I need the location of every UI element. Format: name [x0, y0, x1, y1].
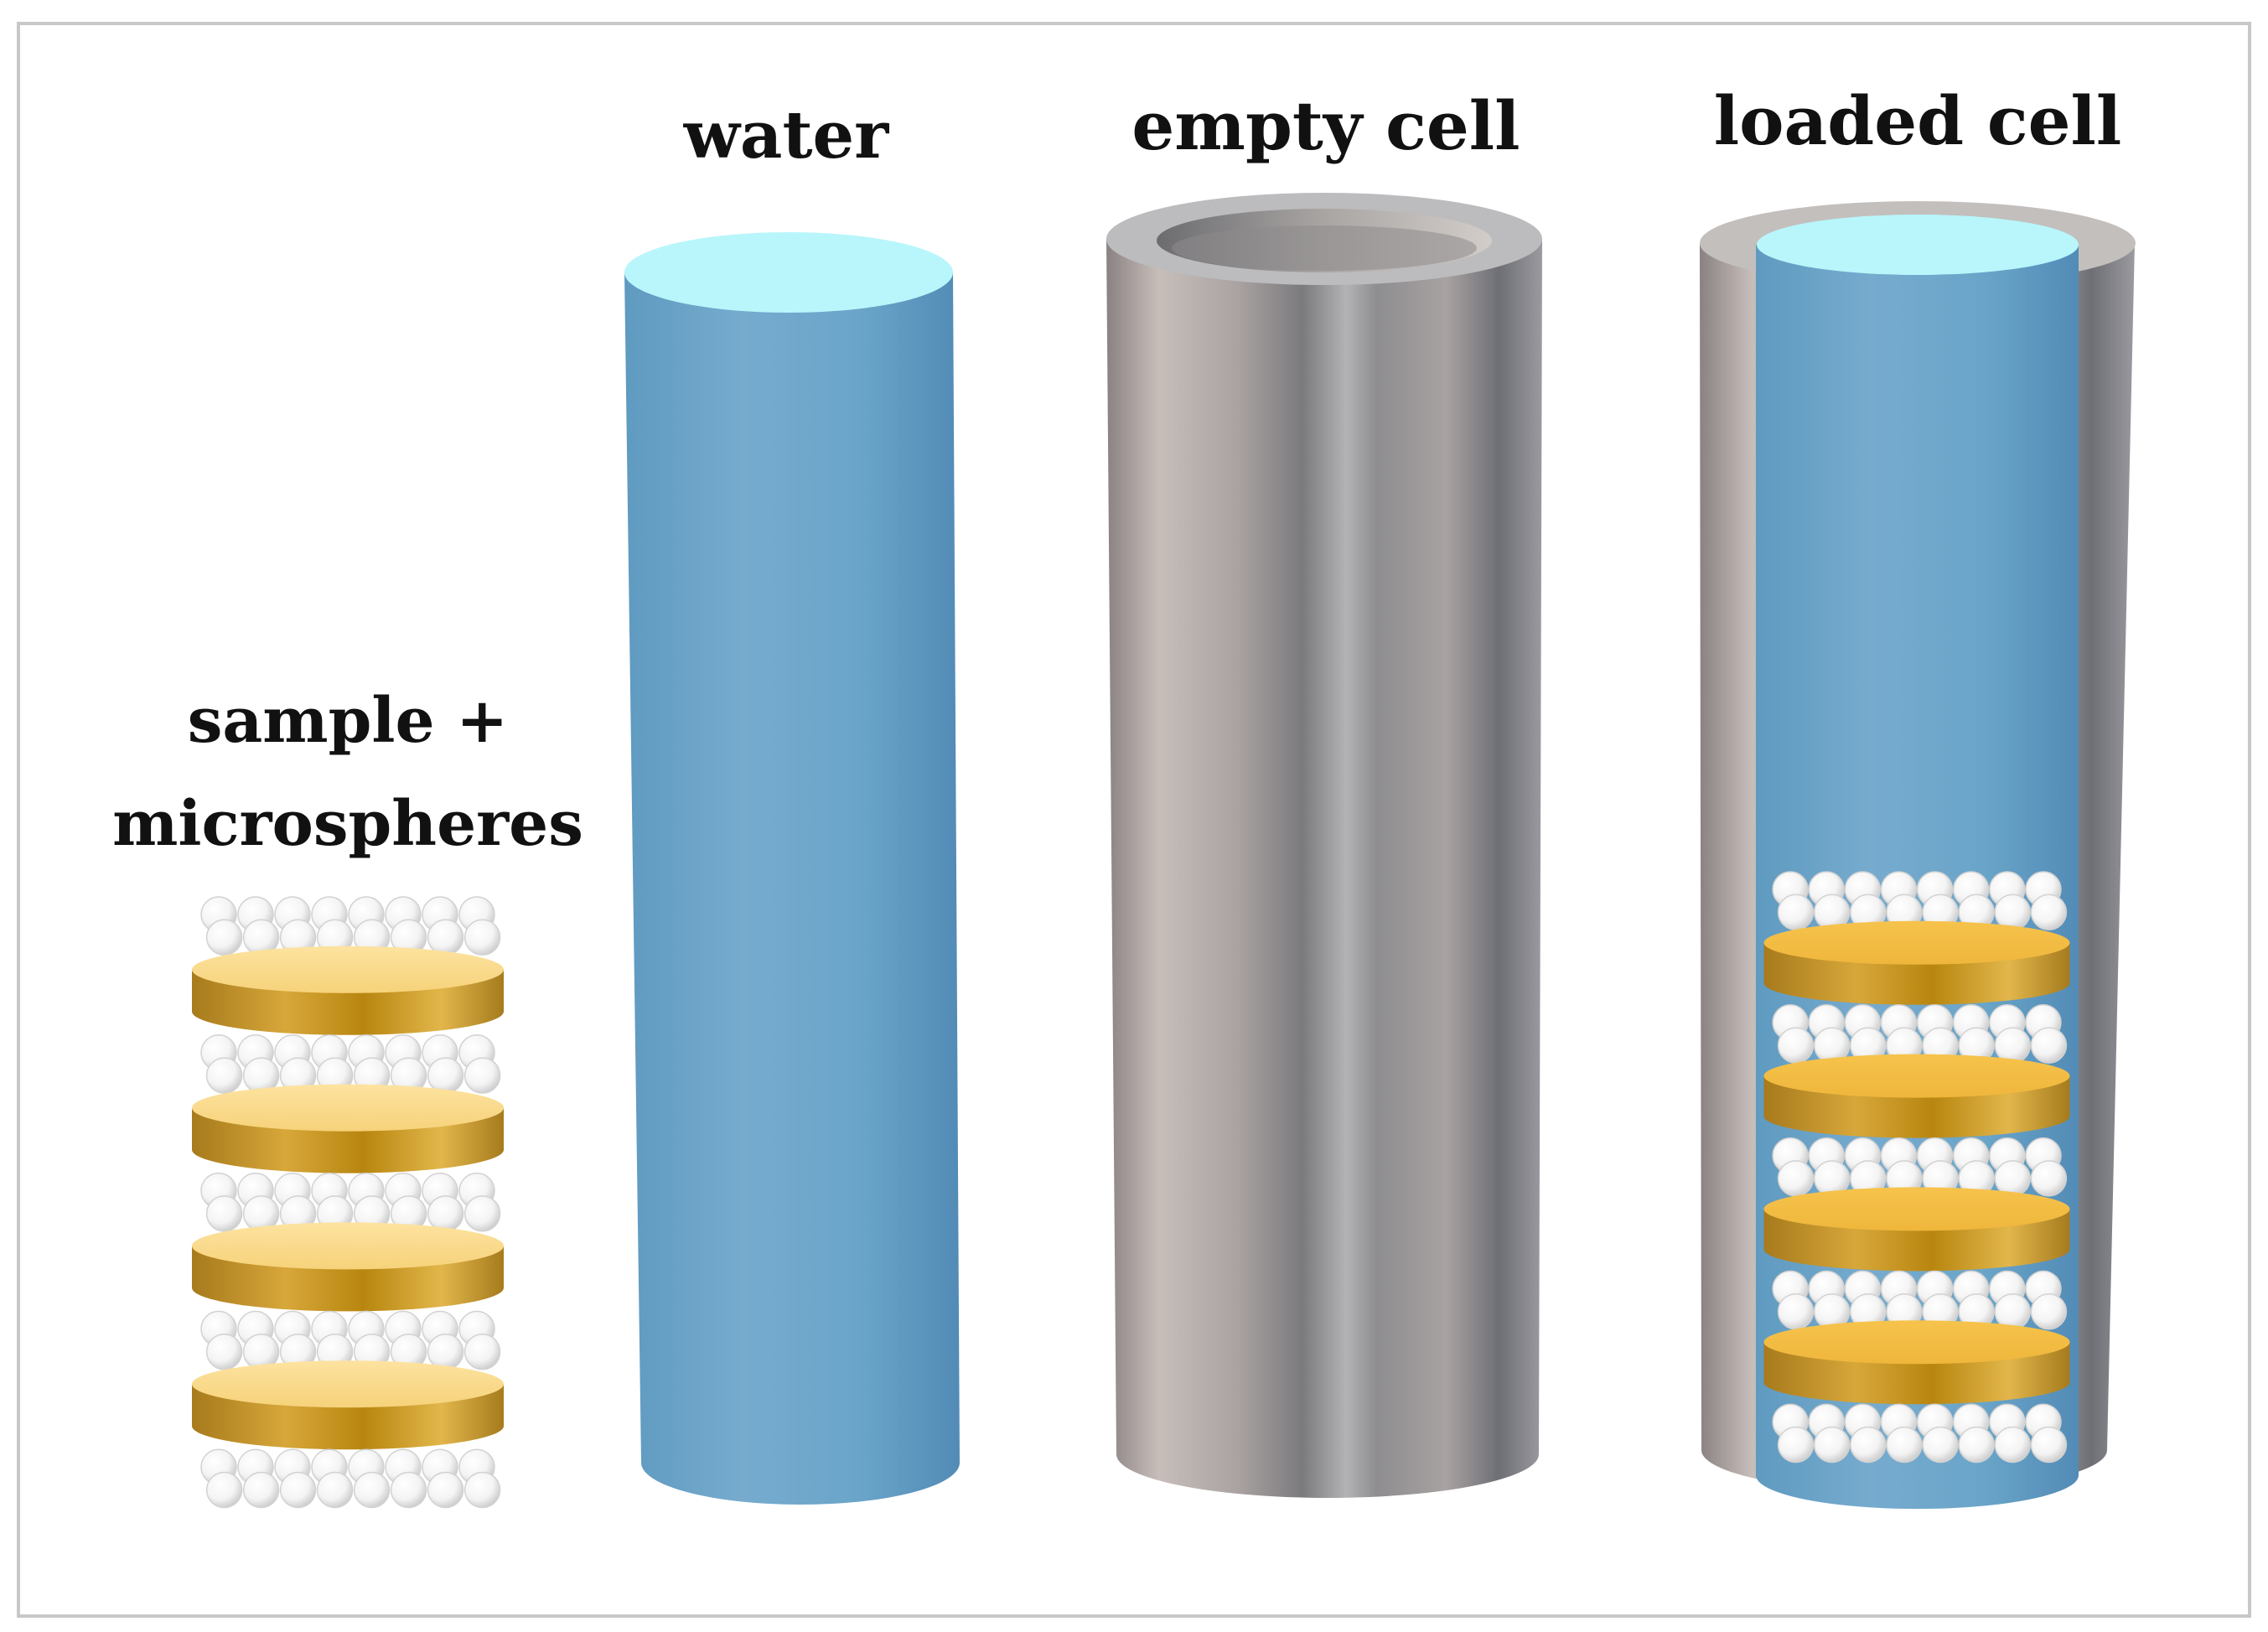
- microsphere: [463, 1333, 501, 1370]
- microsphere: [1850, 1426, 1887, 1464]
- label-empty-cell: empty cell: [1131, 86, 1520, 165]
- microsphere: [1958, 1426, 1995, 1464]
- microsphere: [2030, 894, 2068, 931]
- microsphere-layer: [1772, 1137, 2068, 1197]
- microsphere: [2030, 1160, 2068, 1197]
- sample-disk: [192, 1222, 504, 1312]
- microsphere-layer: [200, 1448, 501, 1509]
- microsphere: [205, 1333, 243, 1370]
- microsphere: [2030, 1027, 2068, 1064]
- microsphere: [2030, 1426, 2068, 1464]
- microsphere: [1994, 1426, 2032, 1464]
- microsphere: [427, 1333, 464, 1370]
- microsphere: [205, 919, 243, 956]
- microsphere: [242, 1471, 280, 1509]
- sample-disk: [1763, 1320, 2070, 1405]
- sample-disk: [1763, 1054, 2070, 1138]
- microsphere-layer: [200, 896, 501, 956]
- microsphere-layer: [200, 1310, 501, 1370]
- microsphere: [1777, 1426, 1815, 1464]
- microsphere: [316, 1471, 354, 1509]
- microsphere: [205, 1471, 243, 1509]
- microsphere: [1886, 1426, 1923, 1464]
- microsphere: [205, 1195, 243, 1232]
- label-sample: sample +: [188, 685, 509, 757]
- microsphere: [1922, 1426, 1959, 1464]
- sample-disk: [1763, 1187, 2070, 1272]
- microsphere: [1777, 1160, 1815, 1197]
- sample-disk: [192, 1360, 504, 1450]
- microsphere-layer: [200, 1172, 501, 1232]
- microsphere-layer: [1772, 1270, 2068, 1330]
- microsphere: [427, 1195, 464, 1232]
- sample-disk: [192, 946, 504, 1035]
- microsphere: [427, 919, 464, 956]
- water-cylinder: [624, 232, 960, 1505]
- microsphere: [1777, 1293, 1815, 1330]
- microsphere: [353, 1471, 391, 1509]
- microsphere: [279, 1471, 317, 1509]
- sample-disk: [192, 1084, 504, 1173]
- microsphere: [463, 1471, 501, 1509]
- microsphere: [2030, 1293, 2068, 1330]
- microsphere: [1777, 894, 1815, 931]
- label-water: water: [683, 97, 889, 174]
- microsphere: [390, 1471, 427, 1509]
- empty-cell-tube: [1106, 193, 1542, 1498]
- microsphere: [463, 1057, 501, 1094]
- microsphere: [1994, 894, 2032, 931]
- microsphere: [1777, 1027, 1815, 1064]
- microsphere: [205, 1057, 243, 1094]
- sample-stack: [192, 896, 504, 1509]
- loaded-cell-stack: [1763, 871, 2070, 1464]
- microsphere-layer: [1772, 871, 2068, 931]
- label-microspheres: microspheres: [112, 788, 583, 860]
- microsphere-layer: [1772, 1403, 2068, 1464]
- microsphere: [463, 919, 501, 956]
- microsphere: [427, 1471, 464, 1509]
- microsphere-layer: [1772, 1004, 2068, 1064]
- microsphere: [427, 1057, 464, 1094]
- sample-disk: [1763, 920, 2070, 1005]
- microsphere: [1994, 1160, 2032, 1197]
- microsphere-layer: [200, 1034, 501, 1094]
- microsphere: [1813, 1426, 1851, 1464]
- microsphere: [1994, 1027, 2032, 1064]
- microsphere: [1994, 1293, 2032, 1330]
- microsphere: [463, 1195, 501, 1232]
- label-loaded-cell: loaded cell: [1714, 81, 2122, 160]
